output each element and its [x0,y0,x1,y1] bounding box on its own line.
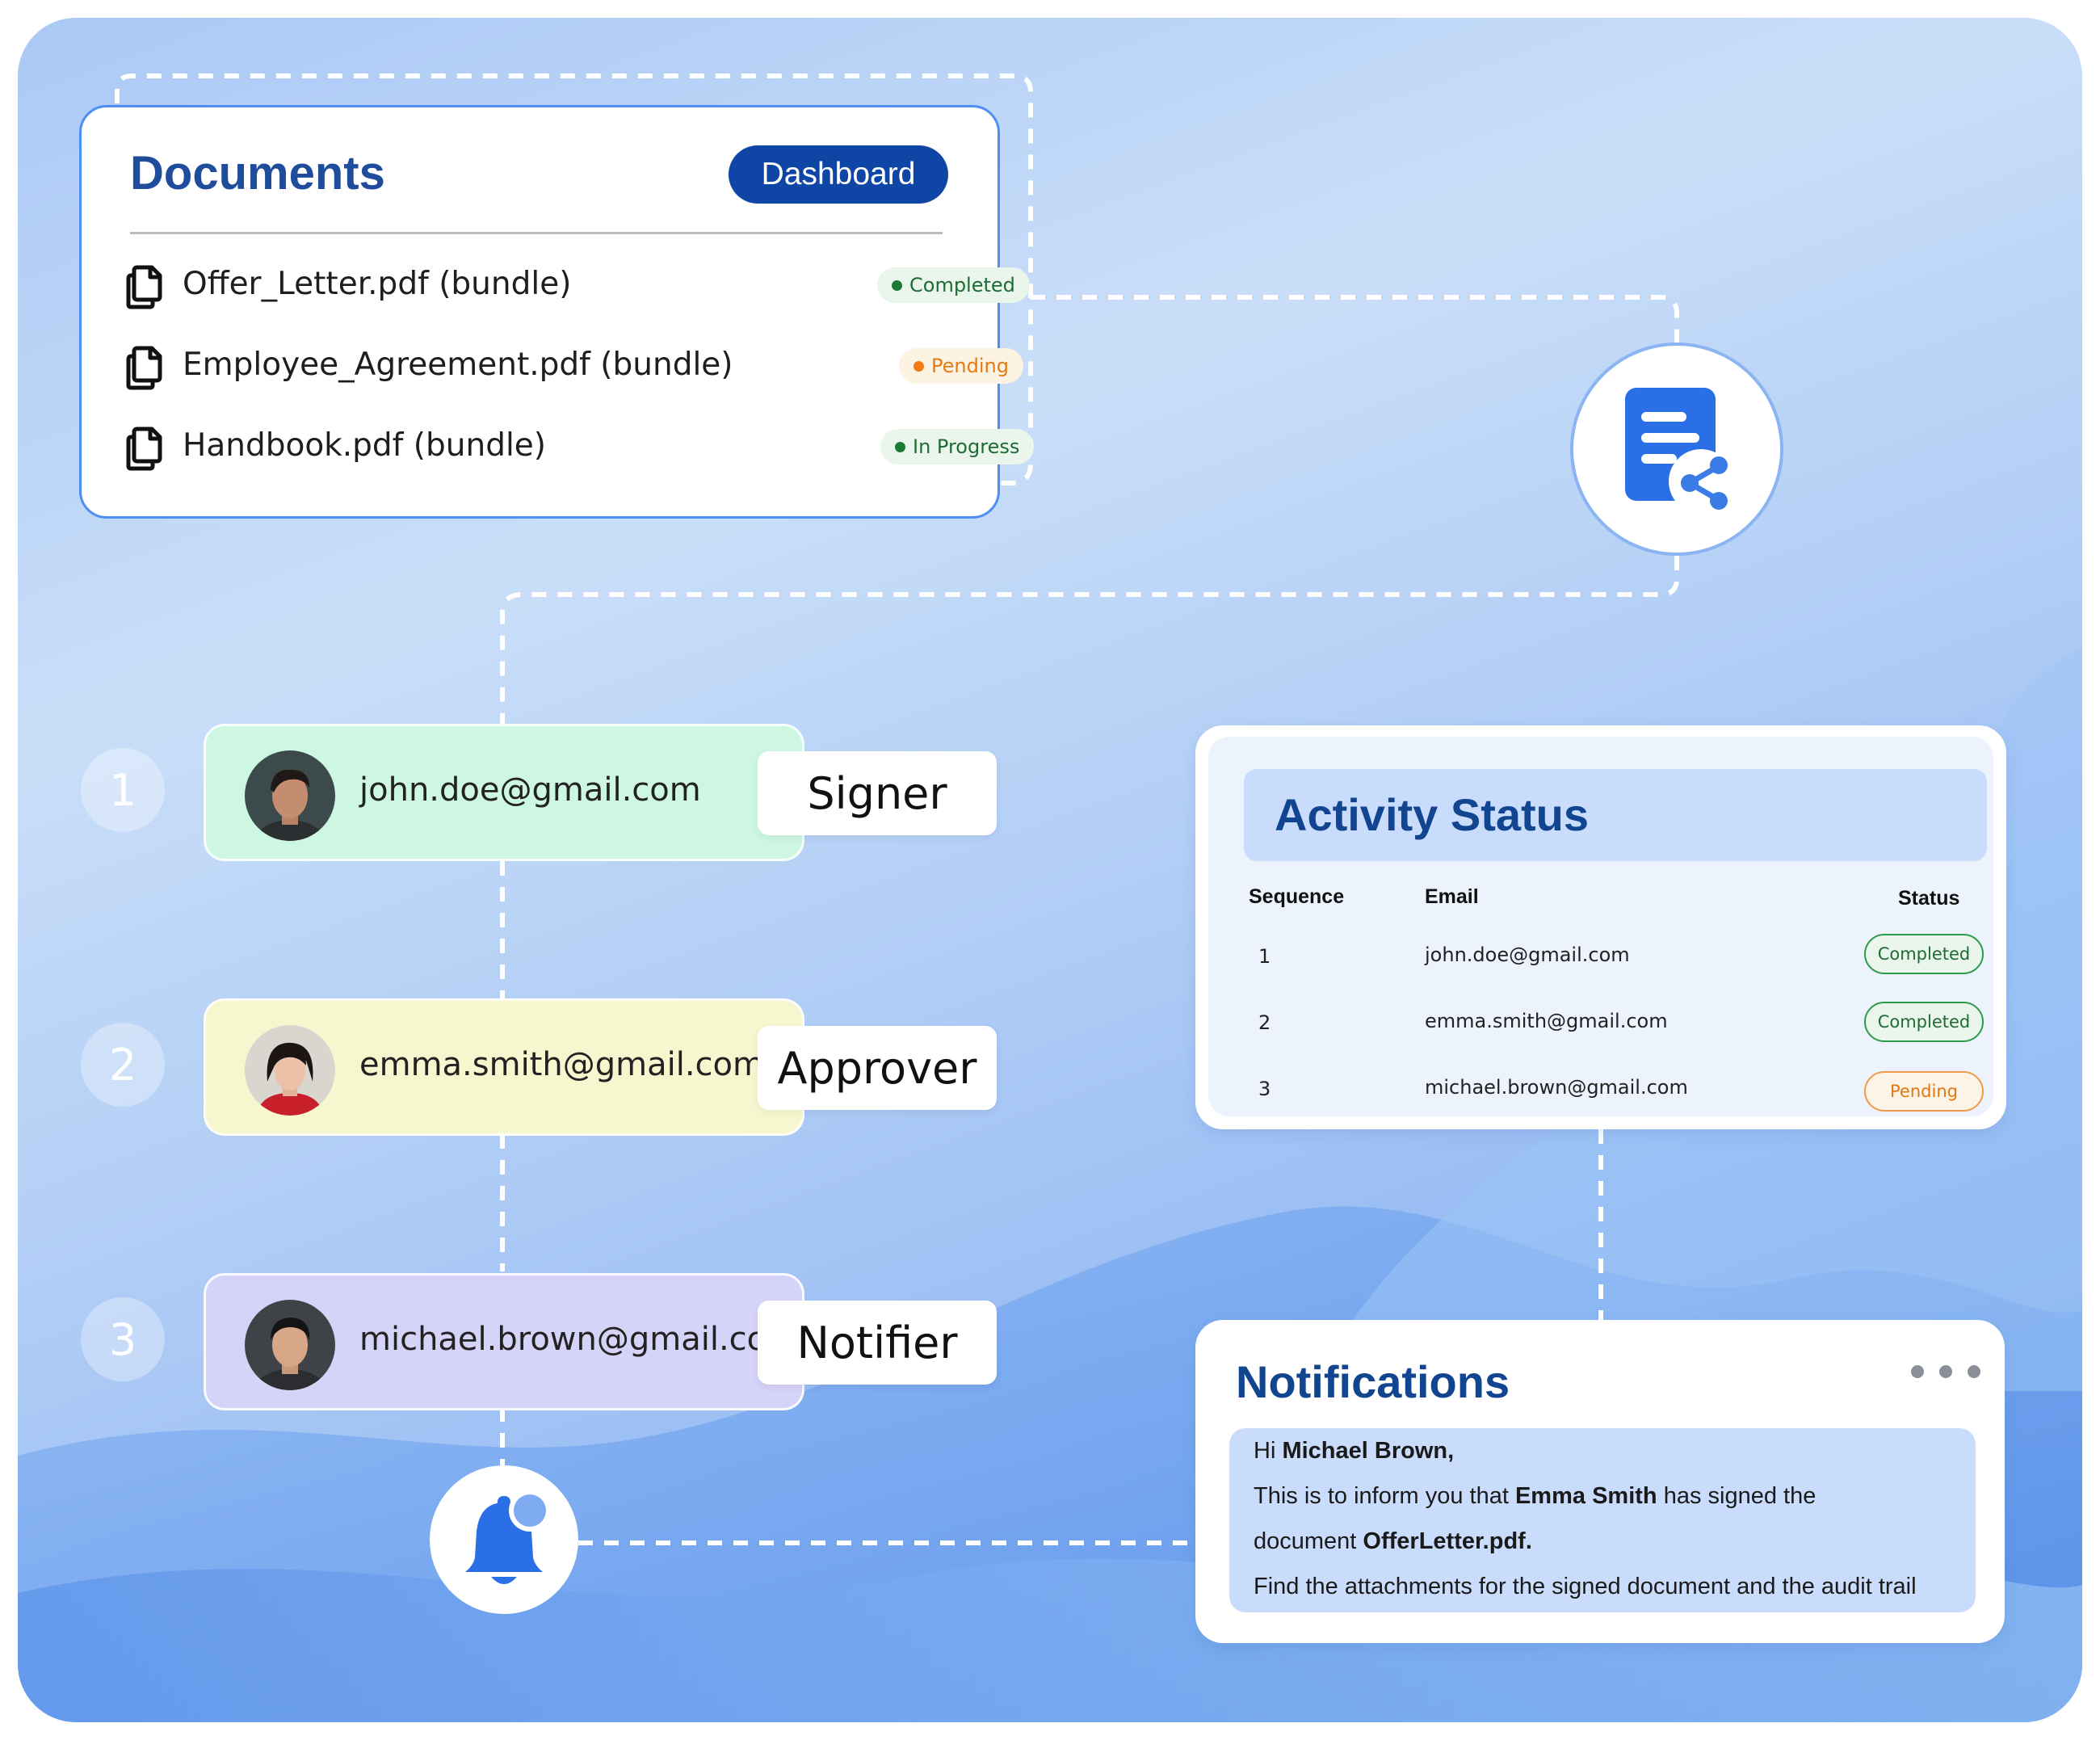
activity-status-header: Activity Status [1244,769,1987,861]
recipient-card-3[interactable]: michael.brown@gmail.com [204,1273,804,1410]
row-sequence: 3 [1258,1078,1271,1100]
row-email: michael.brown@gmail.com [1425,1076,1688,1099]
status-text: Pending [931,355,1009,377]
role-label-approver: Approver [758,1026,997,1110]
role-label-notifier: Notifier [758,1301,997,1385]
documents-copy-icon [126,265,162,309]
message-greeting: Hi Michael Brown, [1254,1438,1455,1464]
document-status-badge: Pending [899,348,1023,384]
recipient-card-1[interactable]: john.doe@gmail.com [204,724,804,861]
recipient-card-2[interactable]: emma.smith@gmail.com [204,998,804,1136]
row-email: emma.smith@gmail.com [1425,1010,1668,1032]
documents-divider [130,232,943,234]
document-row[interactable]: Handbook.pdf (bundle) In Progress [126,422,1035,471]
recipient-email: emma.smith@gmail.com [359,1046,764,1083]
message-line: document OfferLetter.pdf. [1254,1528,1532,1554]
status-dot [895,442,905,452]
step-number-3: 3 [81,1297,165,1381]
documents-title: Documents [130,147,385,200]
document-name: Handbook.pdf (bundle) [183,427,547,464]
role-label-signer: Signer [758,751,997,835]
status-text: Completed [909,274,1015,296]
document-status-badge: Completed [877,267,1030,303]
document-name: Employee_Agreement.pdf (bundle) [183,347,733,383]
row-sequence: 1 [1258,945,1271,968]
document-status-badge: In Progress [880,429,1035,464]
notification-message: Hi Michael Brown, This is to inform you … [1229,1428,1976,1612]
activity-status-inner: Activity Status Sequence Email Status 1 … [1208,737,1993,1116]
row-status-badge: Pending [1864,1071,1984,1112]
row-status-badge: Completed [1864,1002,1984,1042]
activity-status-title: Activity Status [1275,789,1589,840]
recipient-email: john.doe@gmail.com [359,771,701,809]
avatar [245,1300,335,1390]
document-row[interactable]: Employee_Agreement.pdf (bundle) Pending [126,342,1023,390]
avatar [245,1025,335,1116]
notifications-title: Notifications [1236,1356,1510,1407]
row-sequence: 2 [1258,1011,1271,1034]
column-header-sequence: Sequence [1249,885,1345,908]
message-line: Find the attachments for the signed docu… [1254,1574,1917,1599]
dashboard-button[interactable]: Dashboard [729,145,948,204]
row-status-badge: Completed [1864,934,1984,974]
status-text: In Progress [913,435,1020,458]
column-header-email: Email [1425,885,1479,908]
documents-copy-icon [126,346,162,390]
document-row[interactable]: Offer_Letter.pdf (bundle) Completed [126,261,1030,309]
document-name: Offer_Letter.pdf (bundle) [183,266,572,302]
activity-status-card: Activity Status Sequence Email Status 1 … [1195,725,2006,1129]
notification-bell-icon [465,1490,551,1584]
status-dot [914,361,924,372]
document-share-node [1570,343,1783,556]
document-share-icon [1625,388,1733,514]
notification-bell-node [430,1465,578,1614]
notifications-card: Notifications Hi Michael Brown, This is … [1195,1320,2005,1643]
status-dot [892,280,902,291]
row-email: john.doe@gmail.com [1425,944,1630,966]
documents-card: Documents Dashboard Offer_Letter.pdf (bu… [79,105,1035,519]
documents-copy-icon [126,427,162,471]
avatar [245,750,335,841]
recipient-email: michael.brown@gmail.com [359,1321,799,1358]
step-number-2: 2 [81,1023,165,1107]
column-header-status: Status [1898,887,1960,910]
more-options-icon[interactable] [1909,1364,1982,1380]
message-line: This is to inform you that Emma Smith ha… [1254,1483,1816,1509]
step-number-1: 1 [81,748,165,832]
